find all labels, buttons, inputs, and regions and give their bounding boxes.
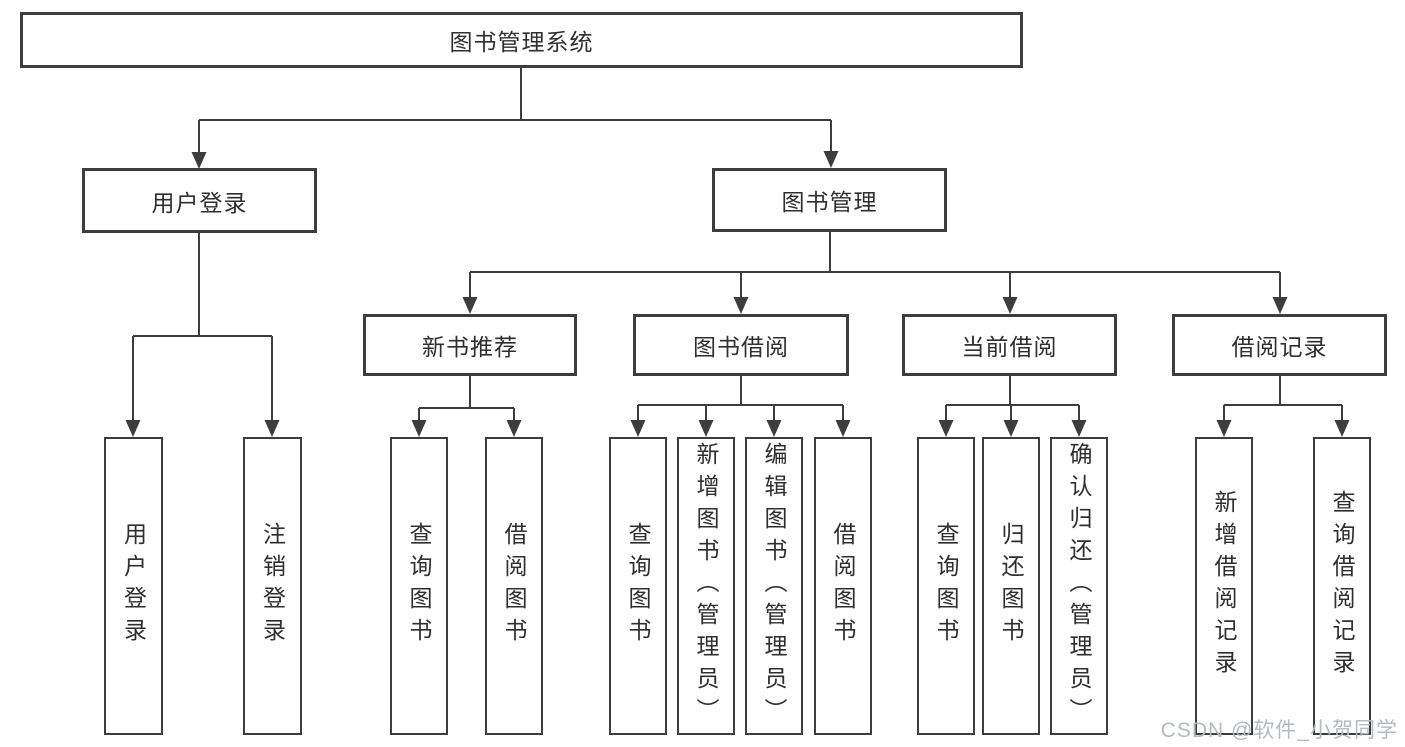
leaf-node-return-books: 归还图书 — [982, 437, 1040, 735]
node-borrow-records: 借阅记录 — [1172, 314, 1387, 376]
leaf-node-edit-books-admin: 编辑图书（管理员） — [745, 437, 803, 735]
node-root: 图书管理系统 — [20, 12, 1023, 68]
leaf-node-query-borrow-record: 查询借阅记录 — [1313, 437, 1371, 735]
node-new-book-recommend: 新书推荐 — [363, 314, 577, 376]
leaf-node-add-books-admin: 新增图书（管理员） — [677, 437, 735, 735]
node-label: 图书借阅 — [693, 334, 789, 360]
node-book-borrow: 图书借阅 — [633, 314, 849, 376]
leaf-node-borrow-books-1: 借阅图书 — [485, 437, 543, 735]
node-label: 用户登录 — [120, 522, 147, 650]
node-label: 借阅图书 — [501, 522, 527, 650]
node-label: 借阅记录 — [1231, 334, 1328, 360]
leaf-node-add-borrow-record: 新增借阅记录 — [1195, 437, 1253, 735]
node-label: 借阅图书 — [830, 522, 856, 650]
node-book-management: 图书管理 — [712, 168, 947, 232]
node-current-borrow: 当前借阅 — [902, 314, 1117, 376]
node-label: 新书推荐 — [422, 334, 518, 360]
node-label: 当前借阅 — [961, 334, 1058, 360]
leaf-node-user-login: 用户登录 — [104, 437, 163, 735]
node-label: 查询图书 — [625, 522, 651, 650]
node-user-login: 用户登录 — [82, 168, 317, 233]
leaf-node-query-books-2: 查询图书 — [609, 437, 667, 735]
node-label: 注销登录 — [259, 522, 286, 650]
leaf-node-query-books-1: 查询图书 — [390, 437, 448, 735]
watermark: CSDN @软件_小贺同学 — [1160, 719, 1398, 742]
leaf-node-borrow-books-2: 借阅图书 — [814, 437, 872, 735]
node-label: 新增借阅记录 — [1211, 490, 1237, 682]
node-label: 图书管理 — [781, 189, 878, 215]
node-label: 查询借阅记录 — [1329, 490, 1355, 682]
node-label: 查询图书 — [406, 522, 432, 650]
node-label: 图书管理系统 — [449, 29, 594, 55]
node-label: 新增图书（管理员） — [693, 442, 719, 730]
node-label: 归还图书 — [998, 522, 1024, 650]
node-label: 用户登录 — [151, 189, 248, 216]
leaf-node-logout: 注销登录 — [243, 437, 302, 735]
leaf-node-confirm-return-admin: 确认归还（管理员） — [1050, 437, 1108, 735]
node-label: 编辑图书（管理员） — [761, 442, 787, 730]
node-label: 确认归还（管理员） — [1066, 442, 1092, 730]
arrowheads — [125, 151, 1350, 437]
leaf-node-query-books-3: 查询图书 — [917, 437, 975, 735]
node-label: 查询图书 — [933, 522, 959, 650]
